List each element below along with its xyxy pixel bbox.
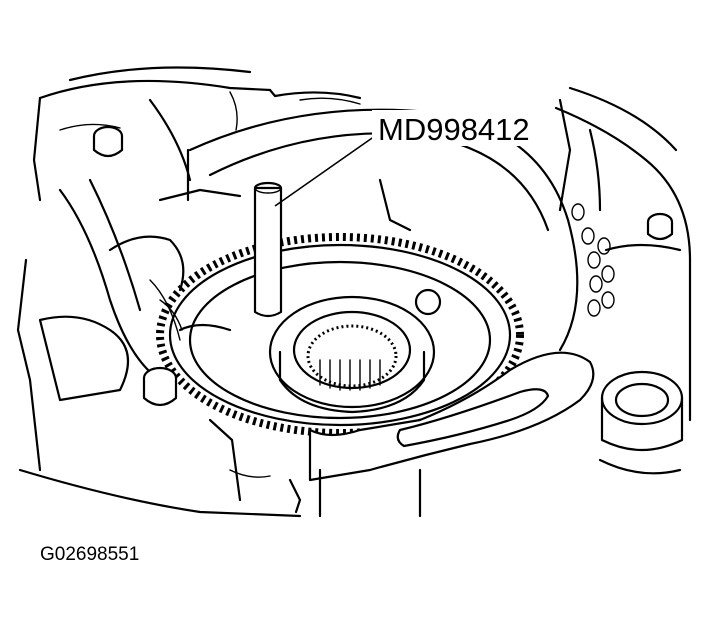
shift-mechanism: [38, 178, 232, 402]
callout-label-background: [372, 110, 558, 146]
bottom-detail: [208, 418, 302, 514]
oil-port: [600, 370, 684, 452]
bolt-hole-chain: [571, 203, 615, 317]
bolt-right: [646, 212, 674, 241]
lower-bracket: [308, 351, 595, 518]
central-hub: [268, 288, 442, 414]
special-tool-pin: [253, 181, 283, 318]
ring-gear: [156, 233, 524, 437]
bolt-top-left: [92, 125, 124, 158]
bolt-left: [142, 366, 178, 407]
callout-label: MD998412: [378, 112, 530, 147]
callout-leader-line: [274, 135, 376, 207]
figure-id: G02698551: [40, 544, 139, 565]
transmission-case: [16, 66, 692, 518]
